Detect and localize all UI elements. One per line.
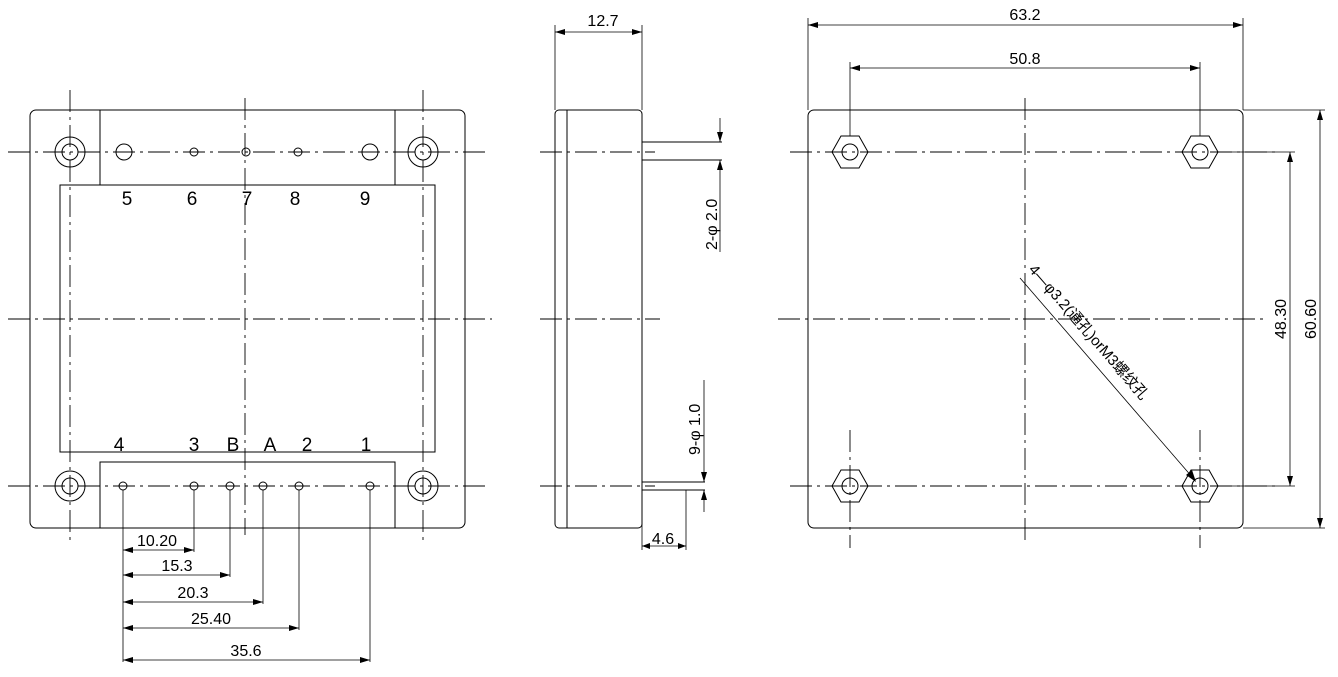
- dim-50-8: 50.8: [849, 51, 1201, 136]
- label-pin-a: A: [264, 435, 277, 456]
- pin-9: [361, 143, 379, 161]
- pin-7: [241, 147, 251, 157]
- pin-8: [293, 147, 303, 157]
- svg-text:12.7: 12.7: [587, 13, 618, 30]
- side-view: 2-φ 2.0 9-φ 1.0 12.7 4.6: [540, 13, 723, 550]
- svg-text:20.3: 20.3: [177, 585, 208, 602]
- inner-window: [59, 184, 436, 453]
- pin-5: [115, 143, 133, 161]
- label-pin-b: B: [227, 435, 240, 456]
- svg-text:50.8: 50.8: [1009, 51, 1040, 68]
- top-pin-spec: 2-φ 2.0: [704, 199, 721, 250]
- svg-text:48.30: 48.30: [1273, 299, 1290, 339]
- mount-hole-bottom-right: [407, 470, 439, 502]
- side-bottom-pin: [642, 380, 707, 512]
- hole-note-leader: [1019, 277, 1196, 482]
- side-top-pin: [642, 118, 723, 252]
- dim-10-20: 10.20: [123, 533, 194, 553]
- hole-note: 4—φ3.2(通孔)orM3螺纹孔: [1025, 261, 1151, 403]
- label-pin-6: 6: [187, 189, 198, 210]
- label-pin-4: 4: [114, 435, 125, 456]
- svg-text:15.3: 15.3: [161, 558, 192, 575]
- label-pin-1: 1: [361, 435, 372, 456]
- dim-12-7: 12.7: [554, 13, 643, 110]
- label-pin-3: 3: [189, 435, 200, 456]
- label-pin-8: 8: [290, 189, 301, 210]
- dim-20-3: 20.3: [123, 585, 263, 605]
- bottom-terminal-strip: [99, 461, 396, 529]
- top-terminal-strip: [99, 109, 396, 186]
- svg-text:63.2: 63.2: [1009, 7, 1040, 24]
- mount-hole-bottom-left: [54, 470, 86, 502]
- mount-hole-top-right: [407, 136, 439, 168]
- dim-4-6: 4.6: [641, 490, 687, 550]
- bottom-pin-spec: 9-φ 1.0: [687, 404, 704, 455]
- svg-text:60.60: 60.60: [1303, 299, 1320, 339]
- pin-6: [189, 147, 199, 157]
- label-pin-7: 7: [242, 189, 253, 210]
- label-pin-5: 5: [122, 189, 133, 210]
- hex-nut-bottom-left: [831, 469, 869, 503]
- svg-text:35.6: 35.6: [230, 643, 261, 660]
- label-pin-2: 2: [302, 435, 313, 456]
- dim-60-60: 60.60: [1243, 109, 1325, 529]
- mount-hole-top-left: [54, 136, 86, 168]
- svg-text:4.6: 4.6: [652, 531, 674, 548]
- dim-25-40: 25.40: [123, 611, 299, 631]
- hex-nut-top-left: [831, 135, 869, 169]
- front-view: 5 6 7 8 9 4 3 B A 2 1 10.20: [8, 90, 492, 663]
- svg-text:25.40: 25.40: [191, 611, 231, 628]
- label-pin-9: 9: [360, 189, 371, 210]
- dim-35-6: 35.6: [123, 643, 370, 663]
- dim-48-30: 48.30: [1218, 151, 1295, 487]
- dim-63-2: 63.2: [807, 7, 1244, 110]
- svg-text:10.20: 10.20: [137, 533, 177, 550]
- bottom-view: 63.2 50.8 48.30 60.60: [778, 7, 1325, 548]
- dim-15-3: 15.3: [123, 558, 230, 578]
